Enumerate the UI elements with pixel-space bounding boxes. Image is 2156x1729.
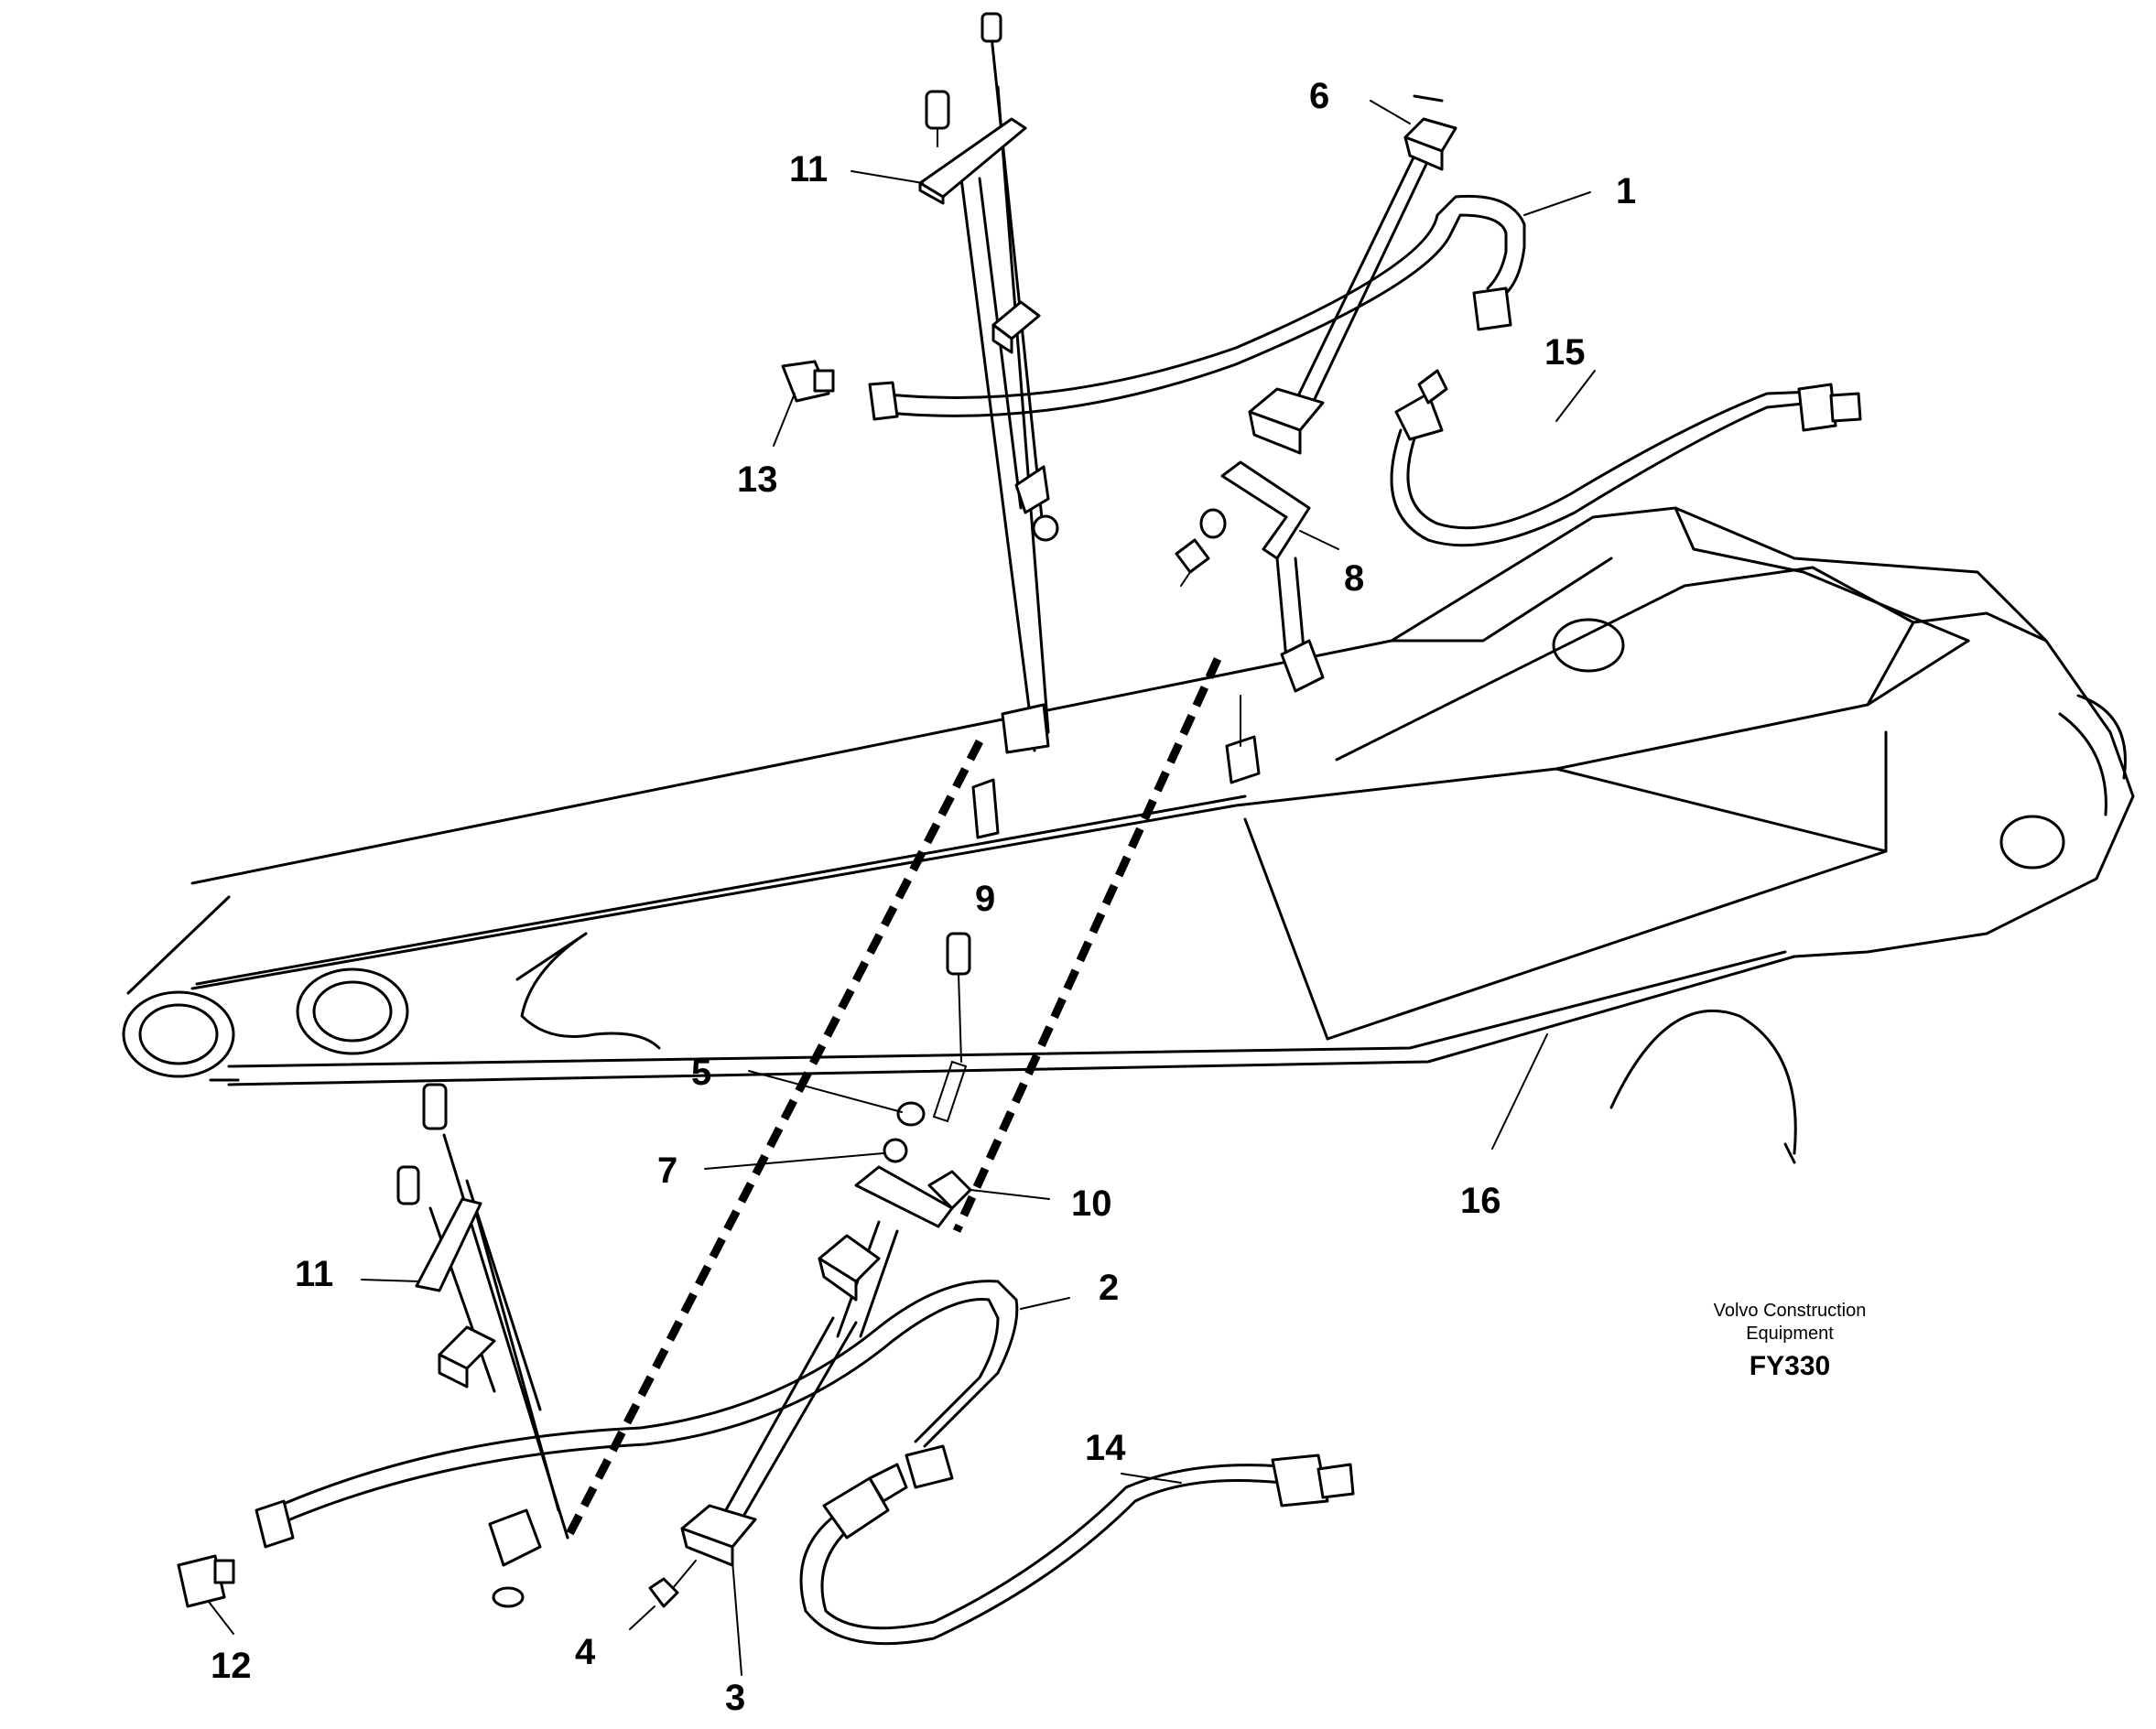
callout-15: 15 <box>1544 332 1586 373</box>
caption-block: Volvo Construction Equipment FY330 <box>1714 1301 1867 1381</box>
bracket-lower <box>648 932 972 1608</box>
callout-8: 8 <box>1344 558 1364 599</box>
callout-14: 14 <box>1085 1428 1126 1468</box>
tube-1 <box>781 194 1526 421</box>
callout-5: 5 <box>691 1053 711 1093</box>
callout-1: 1 <box>1616 171 1636 211</box>
callout-7: 7 <box>657 1151 677 1191</box>
callout-6: 6 <box>1309 76 1329 116</box>
callout-12: 12 <box>211 1646 252 1686</box>
boom-outline <box>122 506 2135 1164</box>
callout-9: 9 <box>975 879 995 919</box>
clamp-bar-right <box>1175 94 1457 784</box>
clamp-bar-lower <box>396 1083 569 1608</box>
callout-2: 2 <box>1099 1268 1119 1308</box>
leader-lines <box>208 100 1596 1676</box>
callout-11-lower: 11 <box>295 1254 333 1294</box>
caption-brand-line2: Equipment <box>1746 1324 1834 1344</box>
callout-11-upper: 11 <box>789 149 828 189</box>
hose-14 <box>799 1453 1355 1646</box>
callout-3: 3 <box>725 1678 745 1718</box>
callout-16: 16 <box>1460 1181 1501 1221</box>
hose-15 <box>1390 369 1862 547</box>
caption-brand-line1: Volvo Construction <box>1714 1301 1867 1321</box>
clamp-bar-upper <box>918 12 1059 839</box>
caption-figure-code: FY330 <box>1750 1351 1830 1381</box>
tube-2 <box>177 1280 1019 1608</box>
callout-labels: 1 2 3 4 5 6 7 8 9 10 11 11 12 13 14 15 1… <box>211 76 1636 1718</box>
callout-10: 10 <box>1071 1183 1112 1224</box>
assembly-guide-lines <box>564 657 1222 1540</box>
callout-4: 4 <box>575 1632 596 1672</box>
callout-13: 13 <box>737 459 778 500</box>
